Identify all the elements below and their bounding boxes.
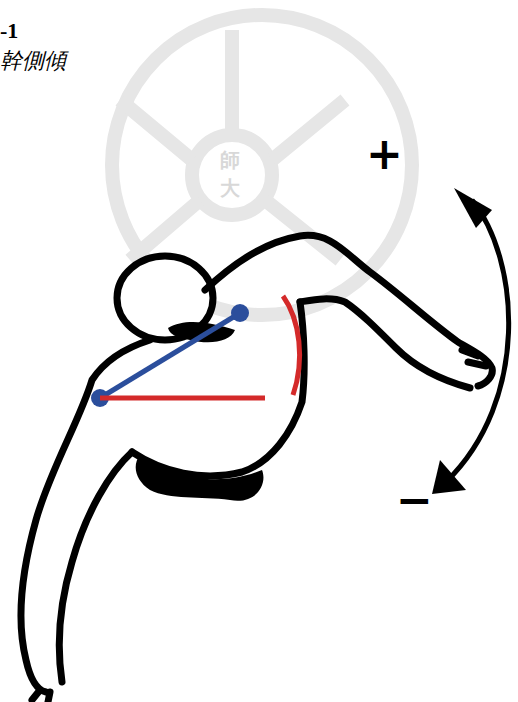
horizontal-reference xyxy=(100,396,265,401)
figure-title: 幹側傾 xyxy=(0,50,66,72)
figure-number: -1 xyxy=(0,20,18,42)
rotation-arrow xyxy=(446,200,509,482)
swimsuit xyxy=(136,455,264,501)
sign-symbol: + xyxy=(366,132,403,176)
sign-symbol: − xyxy=(396,478,433,522)
swimmer-outline xyxy=(21,235,492,702)
arrow-head xyxy=(432,460,466,494)
watermark-text: 師 xyxy=(220,150,240,170)
shoulder-line xyxy=(100,313,240,398)
joint-dot xyxy=(231,304,249,322)
watermark-text: 大 xyxy=(220,178,240,198)
angle-arc xyxy=(283,296,300,395)
arrow-head xyxy=(454,188,492,228)
